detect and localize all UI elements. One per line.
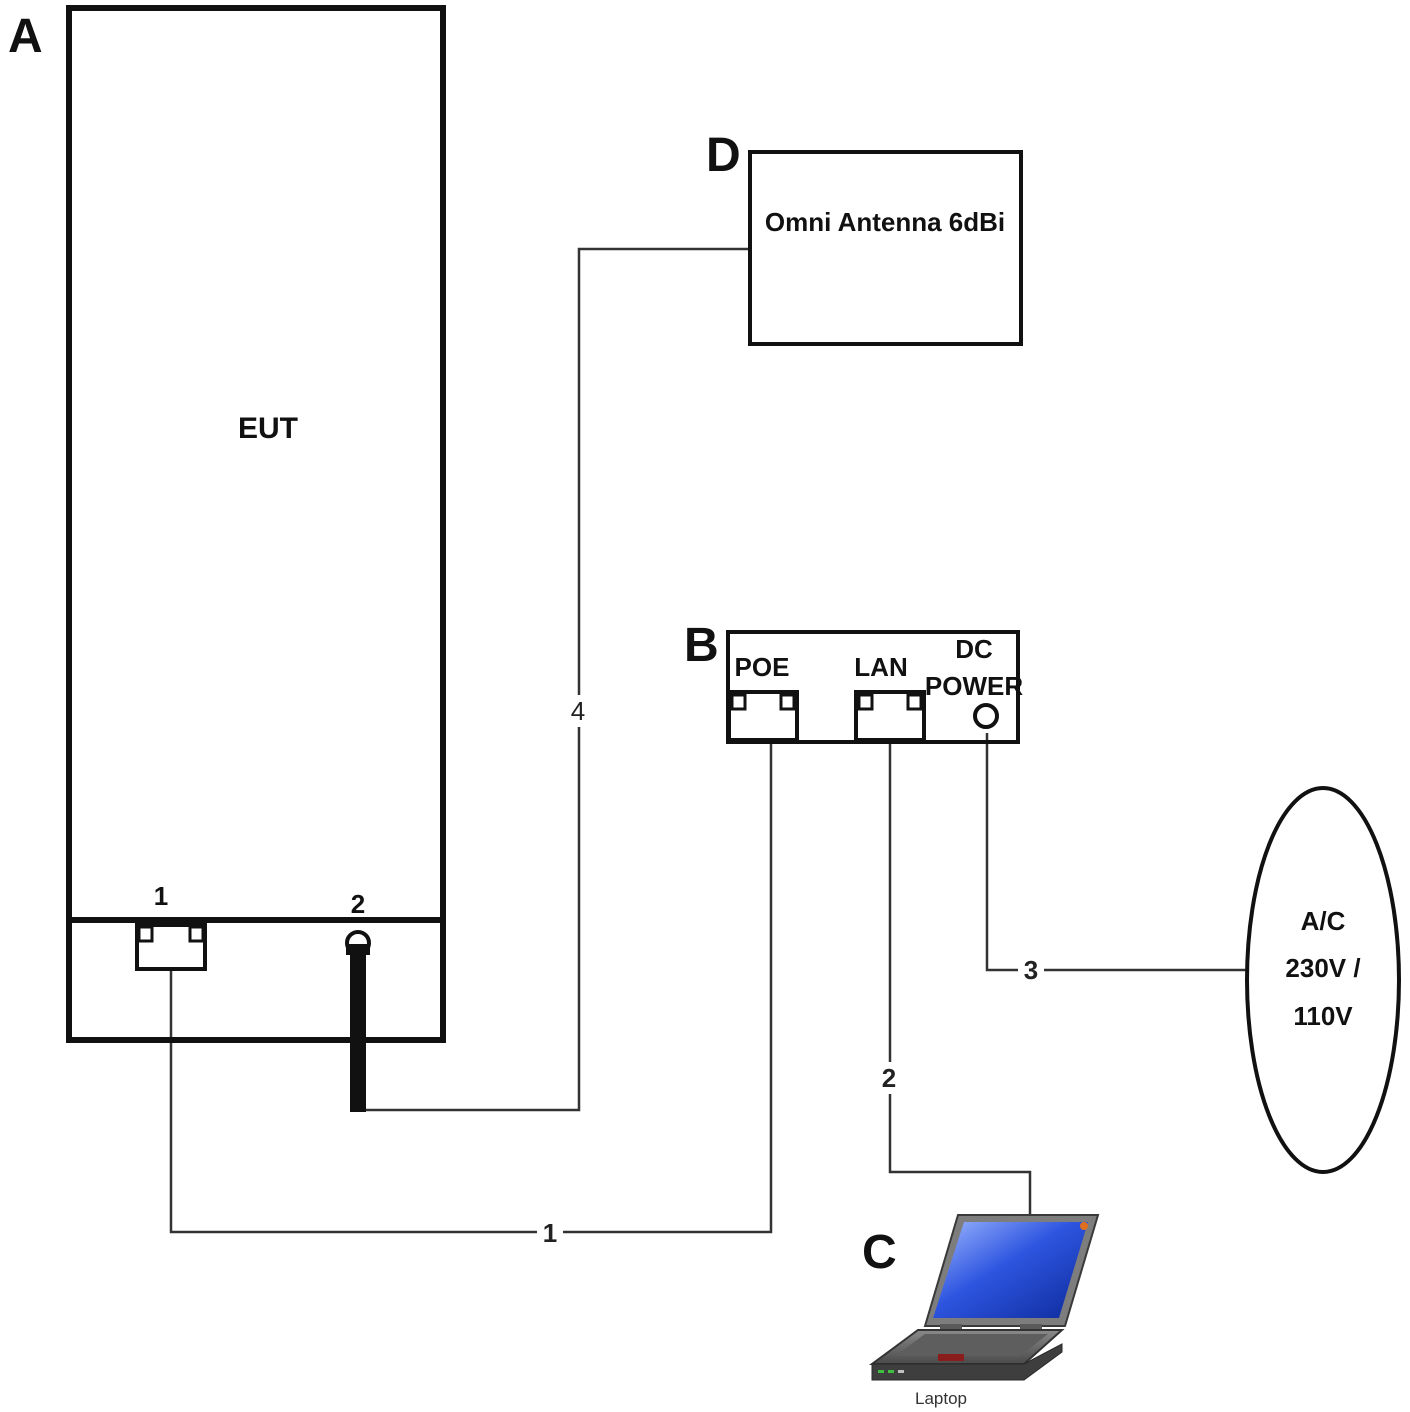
lan-port-label: LAN <box>854 652 907 682</box>
poe-ethernet-port-icon <box>727 690 799 742</box>
lan-ethernet-port-icon <box>854 690 926 742</box>
eut-antenna-connector-icon <box>345 930 371 1112</box>
dc-power-jack-icon <box>973 703 999 729</box>
antenna-title: Omni Antenna 6dBi <box>765 207 1005 237</box>
eut-port-1-label: 1 <box>154 881 168 911</box>
label-a: A <box>8 10 43 63</box>
eut-unit <box>66 5 446 1043</box>
cable-1-label: 1 <box>543 1218 557 1248</box>
label-d: D <box>706 129 741 182</box>
ac-power-line2: 230V / <box>1285 953 1360 983</box>
label-c: C <box>862 1226 897 1279</box>
cable-3 <box>985 733 1247 972</box>
ac-power-source <box>1245 786 1401 1174</box>
laptop-icon <box>868 1214 1100 1381</box>
cable-2 <box>888 742 1032 1215</box>
cable-1 <box>169 742 773 1234</box>
label-b: B <box>684 619 719 672</box>
cable-4 <box>364 247 750 1112</box>
dc-power-label-line2: POWER <box>925 671 1023 701</box>
laptop-caption: Laptop <box>915 1389 967 1408</box>
cable-3-label: 3 <box>1024 955 1038 985</box>
eut-port-2-label: 2 <box>351 889 365 919</box>
eut-title: EUT <box>238 412 298 445</box>
eut-ethernet-port-icon <box>135 923 207 971</box>
poe-port-label: POE <box>735 652 790 682</box>
cable-4-label: 4 <box>571 696 585 726</box>
cable-2-label: 2 <box>882 1063 896 1093</box>
ac-power-line1: A/C <box>1301 906 1346 936</box>
dc-power-label-line1: DC <box>955 634 993 664</box>
antenna-box <box>748 150 1023 346</box>
ac-power-line3: 110V <box>1293 1001 1353 1031</box>
